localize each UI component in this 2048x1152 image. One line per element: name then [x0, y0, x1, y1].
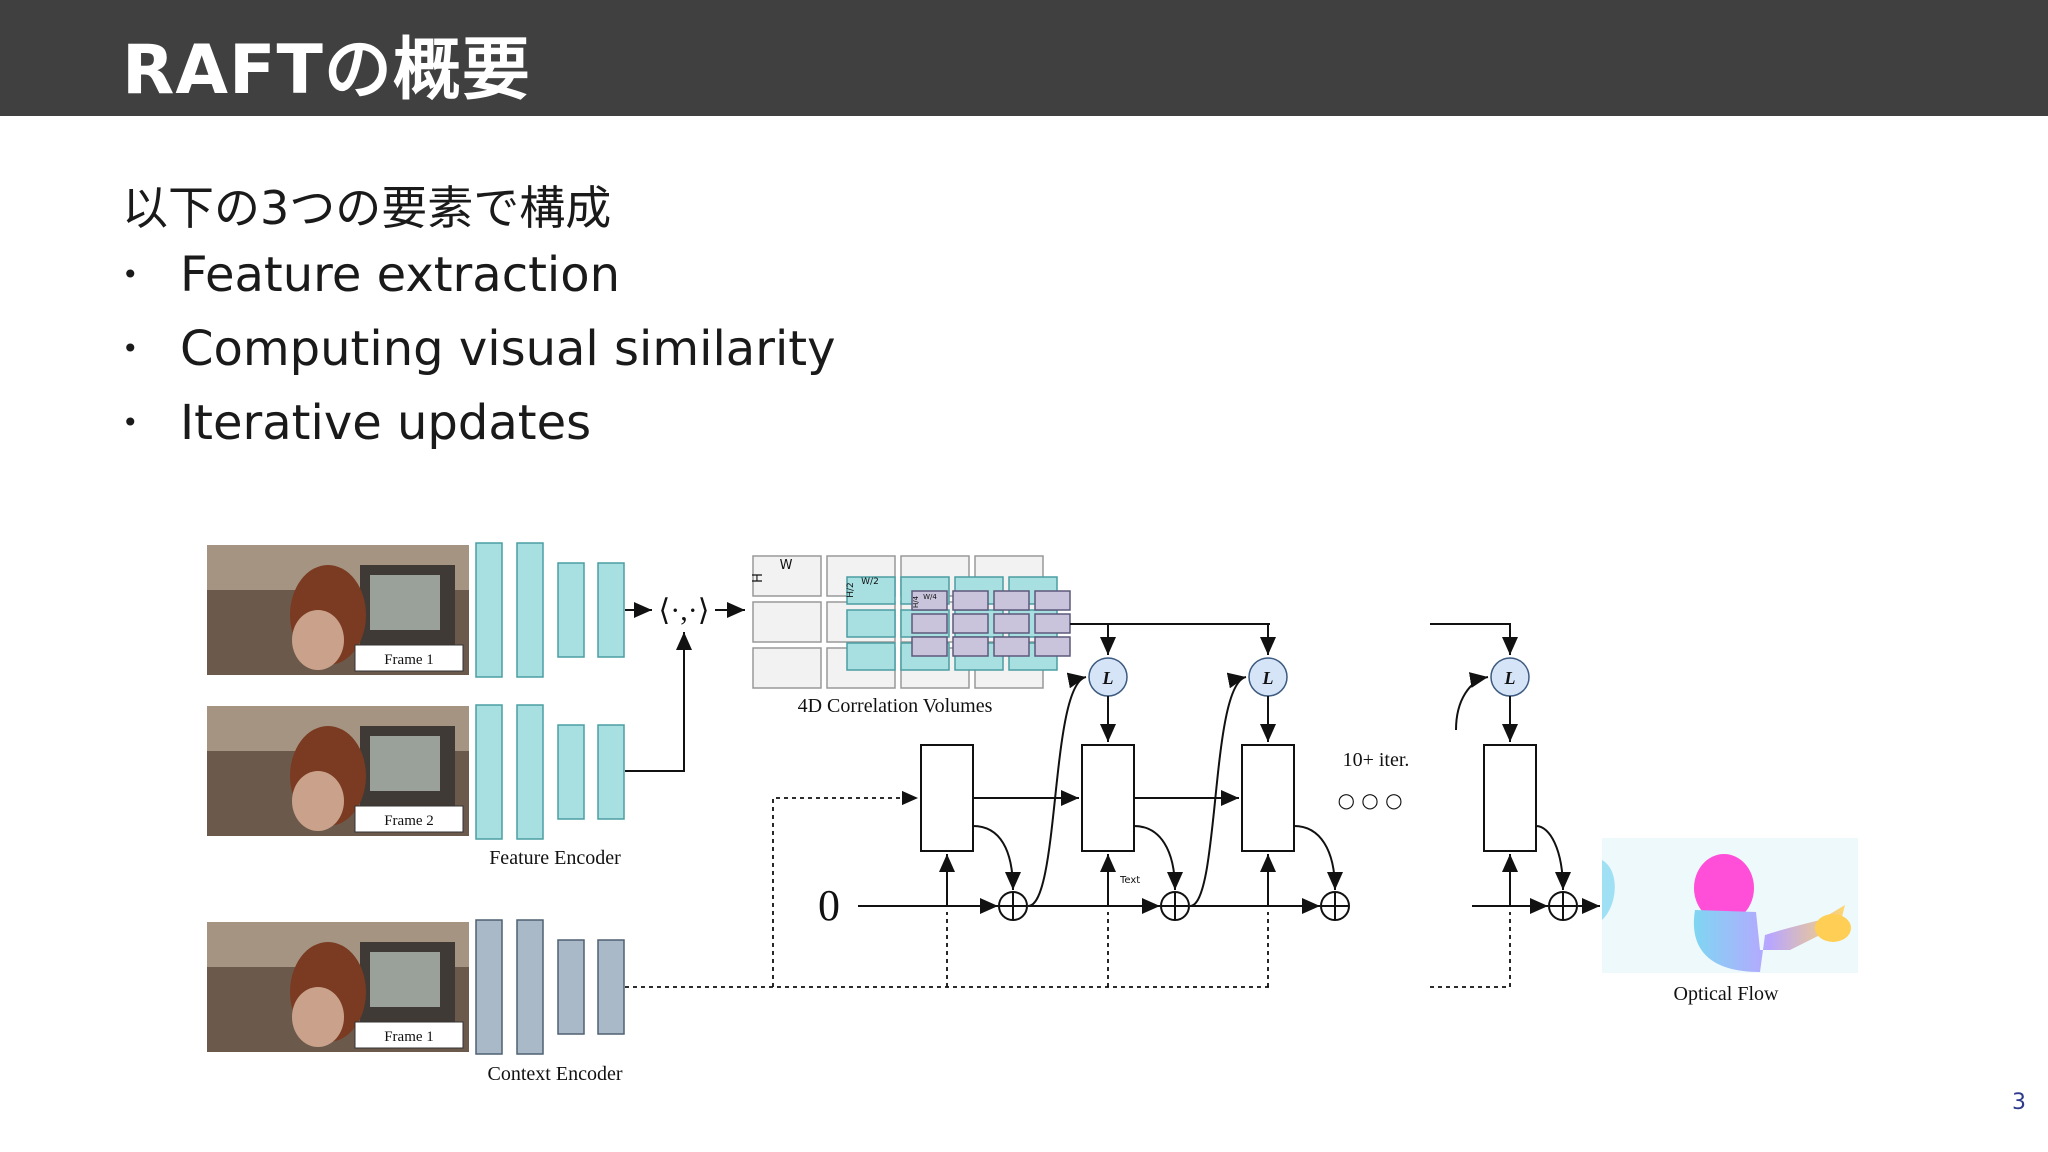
ellipsis: ○ ○ ○: [1337, 788, 1402, 812]
update-block-4: [1483, 744, 1537, 852]
bullet-dot: •: [122, 332, 139, 365]
frame-image-3: Frame 1: [207, 922, 469, 1052]
bullet-text: Feature extraction: [180, 247, 621, 303]
corr-to-lookup-3: [1430, 623, 1518, 655]
bullet-item: • Iterative updates: [122, 390, 836, 464]
inner-product-symbol: ⟨·,·⟩: [659, 594, 710, 627]
frame-image-2: Frame 2: [207, 706, 469, 836]
plus-node-2: [1160, 891, 1190, 921]
dim-label-h4: H/4: [912, 595, 920, 608]
arrow-frame2-to-dot: [625, 632, 692, 772]
lookup-symbol: L: [1102, 668, 1114, 688]
slide-title: RAFTの概要: [122, 31, 531, 110]
plus-node-1: [998, 891, 1028, 921]
dim-label-w: W: [780, 558, 793, 573]
flow-to-lookup-1: [1027, 672, 1087, 907]
bullet-text: Computing visual similarity: [180, 321, 836, 377]
dim-label-h2: H/2: [846, 582, 856, 598]
lookup-node-3: L: [1490, 657, 1530, 697]
small-text-label: Text: [1119, 875, 1140, 886]
delta-curve-4: [1535, 825, 1571, 891]
lookup-node-1: L: [1088, 657, 1128, 697]
iteration-label: 10+ iter.: [1343, 749, 1410, 771]
bullet-item: • Feature extraction: [122, 242, 836, 316]
frame-label: Frame 1: [384, 652, 434, 668]
title-bar: RAFTの概要: [0, 0, 2048, 116]
update-block-1: [920, 744, 974, 852]
bullet-list: • Feature extraction • Computing visual si…: [122, 242, 836, 464]
flow-to-lookup-3: [1455, 672, 1489, 731]
feature-encoder-2: [475, 704, 625, 840]
context-encoder-label: Context Encoder: [488, 1063, 623, 1085]
frame-image-1: Frame 1: [207, 545, 469, 675]
update-block-3: [1241, 744, 1295, 852]
frame-label: Frame 1: [384, 1029, 434, 1045]
intro-text: 以下の3つの要素で構成: [122, 181, 612, 235]
plus-node-4: [1548, 891, 1578, 921]
bullet-text: Iterative updates: [180, 395, 592, 451]
correlation-label: 4D Correlation Volumes: [798, 695, 993, 717]
delta-curve-2: [1133, 825, 1183, 891]
context-dashed-4: [1430, 912, 1511, 988]
optical-flow-image: [1602, 838, 1858, 973]
bullet-dot: •: [122, 258, 139, 291]
frame-label: Frame 2: [384, 813, 434, 829]
context-encoder: [475, 919, 625, 1055]
zero-symbol: 0: [818, 881, 840, 930]
feature-encoder-label: Feature Encoder: [489, 847, 621, 869]
dim-label-w2: W/2: [861, 577, 879, 587]
feature-encoder-1: [475, 542, 625, 678]
bullet-item: • Computing visual similarity: [122, 316, 836, 390]
delta-curve-3: [1293, 825, 1343, 891]
flow-to-lookup-2: [1189, 672, 1247, 907]
dim-label-w4: W/4: [923, 593, 937, 601]
dim-label-h: H: [751, 573, 766, 583]
lookup-symbol: L: [1262, 668, 1274, 688]
delta-curve-1: [972, 825, 1021, 891]
bullet-dot: •: [122, 406, 139, 439]
lookup-symbol: L: [1504, 668, 1516, 688]
page-number: 3: [2012, 1090, 2026, 1115]
lookup-node-2: L: [1248, 657, 1288, 697]
plus-node-3: [1320, 891, 1350, 921]
optical-flow-label: Optical Flow: [1674, 983, 1780, 1005]
update-block-2: [1081, 744, 1135, 852]
